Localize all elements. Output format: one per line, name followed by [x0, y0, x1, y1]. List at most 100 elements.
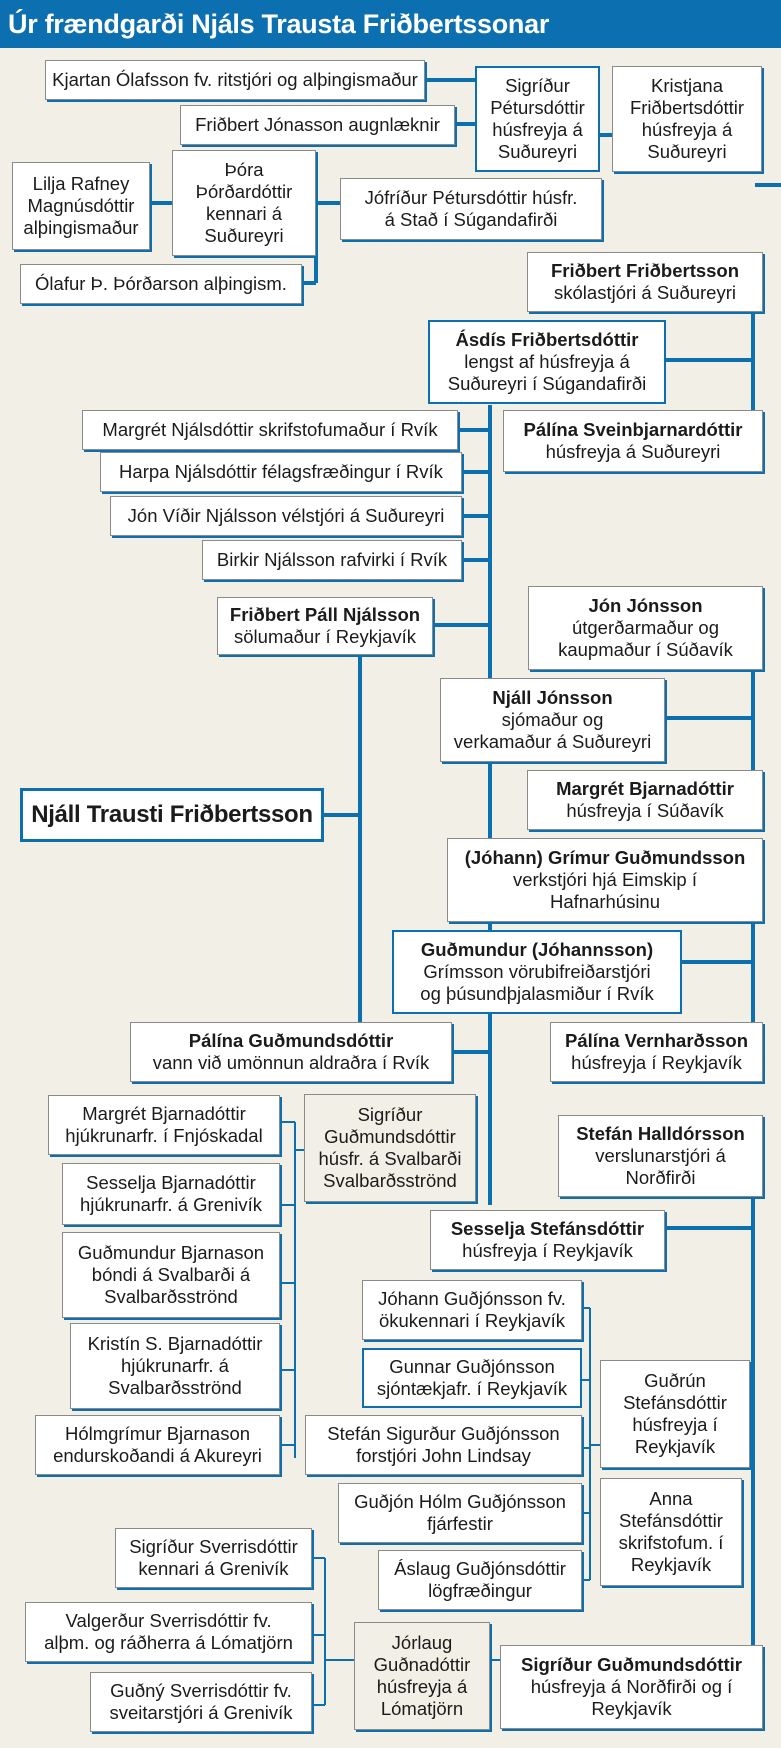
- sigridur-gudmunds-svalb-box: Sigríður Guðmundsdóttir húsfr. á Svalbar…: [304, 1094, 476, 1202]
- sigridur-gudmunds-nordf-desc: húsfreyja á Norðfirði og í Reykjavík: [530, 1676, 733, 1719]
- sesselja-bjarna-text: Sesselja Bjarnadóttir hjúkrunarfr. á Gre…: [80, 1172, 262, 1215]
- aslaug-box: Áslaug Guðjónsdóttir lögfræðingur: [378, 1550, 582, 1610]
- njall-jonsson-name: Njáll Jónsson: [492, 687, 613, 708]
- asdis-box: Ásdís Friðbertsdóttir lengst af húsfreyj…: [428, 320, 666, 404]
- johann-gudjons-text: Jóhann Guðjónsson fv. ökukennari í Reykj…: [378, 1288, 566, 1331]
- margret-bjarna-sudavik-name: Margrét Bjarnadóttir: [556, 778, 734, 799]
- palina-vernhards-name: Pálína Vernharðsson: [564, 1030, 748, 1051]
- gudny-box: Guðný Sverrisdóttir fv. sveitarstjóri á …: [90, 1672, 312, 1732]
- holmgrimur-text: Hólmgrímur Bjarnason endurskoðandi á Aku…: [53, 1423, 262, 1466]
- asdis-name: Ásdís Friðbertsdóttir: [455, 329, 639, 350]
- sigridur-petursdottir-box: Sigríður Pétursdóttir húsfreyja á Suðure…: [475, 66, 600, 172]
- jorlaug-text: Jórlaug Guðnadóttir húsfreyja á Lómatjör…: [373, 1632, 471, 1719]
- aslaug-text: Áslaug Guðjónsdóttir lögfræðingur: [394, 1558, 566, 1601]
- gudrun-stefans-box: Guðrún Stefánsdóttir húsfreyja í Reykjav…: [600, 1360, 750, 1468]
- gudmundur-bjarnason-text: Guðmundur Bjarnason bóndi á Svalbarði á …: [77, 1242, 265, 1307]
- gudmundur-johannsson-desc: Grímsson vörubifreiðarstjóri og þúsundþj…: [420, 961, 654, 1004]
- valgerdur-box: Valgerður Sverrisdóttir fv. alþm. og ráð…: [25, 1602, 312, 1662]
- birkir-text: Birkir Njálsson rafvirki í Rvík: [216, 549, 448, 570]
- birkir-box: Birkir Njálsson rafvirki í Rvík: [202, 540, 462, 580]
- njall-jonsson-desc: sjómaður og verkamaður á Suðureyri: [453, 709, 652, 752]
- gudmundur-johannsson-box: Guðmundur (Jóhannsson) Grímsson vörubifr…: [392, 930, 682, 1014]
- lilja-text: Lilja Rafney Magnúsdóttir alþingismaður: [23, 173, 139, 238]
- margret-bjarna-fnjosk-box: Margrét Bjarnadóttir hjúkrunarfr. í Fnjó…: [48, 1095, 280, 1155]
- gudny-text: Guðný Sverrisdóttir fv. sveitarstjóri á …: [109, 1680, 293, 1723]
- palina-vernhards-desc: húsfreyja í Reykjavík: [571, 1052, 742, 1073]
- sigridur-gudmunds-nordf-name: Sigríður Guðmundsdóttir: [521, 1654, 742, 1675]
- sigridur-sverris-box: Sigríður Sverrisdóttir kennari á Greniví…: [115, 1528, 312, 1588]
- gudmundur-bjarnason-box: Guðmundur Bjarnason bóndi á Svalbarði á …: [62, 1232, 280, 1318]
- kjartan-text: Kjartan Ólafsson fv. ritstjóri og alþing…: [52, 69, 418, 90]
- jofridur-text: Jófríður Pétursdóttir húsfr. á Stað í Sú…: [364, 187, 578, 230]
- palina-sveinbjarnar-box: Pálína Sveinbjarnardóttir húsfreyja á Su…: [503, 410, 763, 472]
- kjartan-box: Kjartan Ólafsson fv. ritstjóri og alþing…: [45, 60, 425, 100]
- palina-sveinbjarnar-desc: húsfreyja á Suðureyri: [545, 441, 721, 462]
- sigridur-gudmunds-svalb-text: Sigríður Guðmundsdóttir húsfr. á Svalbar…: [318, 1104, 462, 1191]
- fridbert-fridbertsson-name: Friðbert Friðbertsson: [550, 260, 740, 281]
- sesselja-stefans-name: Sesselja Stefánsdóttir: [450, 1218, 645, 1239]
- jon-jonsson-name: Jón Jónsson: [588, 595, 703, 616]
- stefan-sigurdur-box: Stefán Sigurður Guðjónsson forstjóri Joh…: [305, 1415, 582, 1475]
- sigridur-gudmunds-nordf-box: Sigríður Guðmundsdóttir húsfreyja á Norð…: [500, 1645, 763, 1729]
- jon-jonsson-box: Jón Jónsson útgerðarmaður og kaupmaður í…: [528, 586, 763, 670]
- gudrun-stefans-text: Guðrún Stefánsdóttir húsfreyja í Reykjav…: [623, 1370, 727, 1457]
- main-person-box: Njáll Trausti Friðbertsson: [20, 788, 324, 842]
- thora-text: Þóra Þórðardóttir kennari á Suðureyri: [195, 159, 293, 246]
- thora-box: Þóra Þórðardóttir kennari á Suðureyri: [172, 150, 316, 256]
- olafur-text: Ólafur Þ. Þórðarson alþingism.: [35, 273, 287, 294]
- palina-gudmunds-desc: vann við umönnun aldraðra í Rvík: [152, 1052, 430, 1073]
- sesselja-bjarna-box: Sesselja Bjarnadóttir hjúkrunarfr. á Gre…: [62, 1163, 280, 1225]
- stefan-box: Stefán Halldórsson verslunarstjóri á Nor…: [558, 1115, 763, 1197]
- margret-njalsdottir-text: Margrét Njálsdóttir skrifstofumaður í Rv…: [102, 419, 438, 440]
- asdis-desc: lengst af húsfreyja á Suðureyri í Súgand…: [447, 351, 647, 394]
- margret-bjarna-fnjosk-text: Margrét Bjarnadóttir hjúkrunarfr. í Fnjó…: [65, 1103, 263, 1146]
- stefan-desc: verslunarstjóri á Norðfirði: [595, 1145, 726, 1188]
- fridbert-pall-name: Friðbert Páll Njálsson: [229, 604, 421, 625]
- jon-vidir-text: Jón Víðir Njálsson vélstjóri á Suðureyri: [127, 505, 445, 526]
- grimur-name: (Jóhann) Grímur Guðmundsson: [464, 847, 746, 868]
- harpa-box: Harpa Njálsdóttir félagsfræðingur í Rvík: [100, 452, 462, 492]
- johann-gudjons-box: Jóhann Guðjónsson fv. ökukennari í Reykj…: [362, 1280, 582, 1340]
- fridbert-pall-desc: sölumaður í Reykjavík: [234, 626, 416, 647]
- fridbert-jonasson-box: Friðbert Jónasson augnlæknir: [180, 105, 455, 145]
- palina-gudmunds-name: Pálína Guðmundsdóttir: [188, 1030, 394, 1051]
- gudjon-holm-box: Guðjón Hólm Guðjónsson fjárfestir: [338, 1483, 582, 1543]
- grimur-box: (Jóhann) Grímur Guðmundsson verkstjóri h…: [447, 838, 763, 922]
- anna-stefans-text: Anna Stefánsdóttir skrifstofum. í Reykja…: [618, 1488, 724, 1575]
- gunnar-box: Gunnar Guðjónsson sjóntækjafr. í Reykjav…: [362, 1348, 582, 1408]
- harpa-text: Harpa Njálsdóttir félagsfræðingur í Rvík: [119, 461, 443, 482]
- holmgrimur-box: Hólmgrímur Bjarnason endurskoðandi á Aku…: [35, 1415, 280, 1475]
- sesselja-stefans-desc: húsfreyja í Reykjavík: [462, 1240, 633, 1261]
- jofridur-box: Jófríður Pétursdóttir húsfr. á Stað í Sú…: [340, 178, 602, 240]
- njall-jonsson-box: Njáll Jónsson sjómaður og verkamaður á S…: [440, 678, 665, 762]
- jorlaug-box: Jórlaug Guðnadóttir húsfreyja á Lómatjör…: [354, 1622, 490, 1730]
- sigridur-petursdottir-text: Sigríður Pétursdóttir húsfreyja á Suðure…: [490, 75, 585, 162]
- anna-stefans-box: Anna Stefánsdóttir skrifstofum. í Reykja…: [600, 1478, 742, 1586]
- fridbert-jonasson-text: Friðbert Jónasson augnlæknir: [195, 114, 440, 135]
- gudmundur-johannsson-name: Guðmundur (Jóhannsson): [420, 939, 654, 960]
- gunnar-text: Gunnar Guðjónsson sjóntækjafr. í Reykjav…: [376, 1356, 568, 1399]
- kristjana-text: Kristjana Friðbertsdóttir húsfreyja á Su…: [629, 75, 745, 162]
- margret-njalsdottir-box: Margrét Njálsdóttir skrifstofumaður í Rv…: [82, 410, 458, 450]
- fridbert-pall-box: Friðbert Páll Njálsson sölumaður í Reykj…: [217, 597, 433, 655]
- stefan-sigurdur-text: Stefán Sigurður Guðjónsson forstjóri Joh…: [327, 1423, 560, 1466]
- fridbert-fridbertsson-desc: skólastjóri á Suðureyri: [554, 282, 736, 303]
- lilja-box: Lilja Rafney Magnúsdóttir alþingismaður: [12, 162, 150, 250]
- jon-vidir-box: Jón Víðir Njálsson vélstjóri á Suðureyri: [110, 496, 462, 536]
- palina-gudmunds-box: Pálína Guðmundsdóttir vann við umönnun a…: [130, 1022, 452, 1082]
- sesselja-stefans-box: Sesselja Stefánsdóttir húsfreyja í Reykj…: [430, 1210, 665, 1270]
- fridbert-fridbertsson-box: Friðbert Friðbertsson skólastjóri á Suðu…: [527, 252, 763, 312]
- jon-jonsson-desc: útgerðarmaður og kaupmaður í Súðavík: [558, 617, 733, 660]
- grimur-desc: verkstjóri hjá Eimskip í Hafnarhúsinu: [512, 869, 697, 912]
- stefan-name: Stefán Halldórsson: [576, 1123, 745, 1144]
- sigridur-sverris-text: Sigríður Sverrisdóttir kennari á Greniví…: [129, 1536, 298, 1579]
- margret-bjarna-sudavik-desc: húsfreyja í Súðavík: [566, 800, 724, 821]
- olafur-box: Ólafur Þ. Þórðarson alþingism.: [20, 264, 302, 304]
- kristin-text: Kristín S. Bjarnadóttir hjúkrunarfr. á S…: [87, 1333, 263, 1398]
- chart-title: Úr frændgarði Njáls Trausta Friðbertsson…: [0, 0, 781, 48]
- gudjon-holm-text: Guðjón Hólm Guðjónsson fjárfestir: [354, 1491, 566, 1534]
- kristin-box: Kristín S. Bjarnadóttir hjúkrunarfr. á S…: [70, 1323, 280, 1409]
- palina-sveinbjarnar-name: Pálína Sveinbjarnardóttir: [523, 419, 743, 440]
- palina-vernhards-box: Pálína Vernharðsson húsfreyja í Reykjaví…: [550, 1022, 763, 1082]
- valgerdur-text: Valgerður Sverrisdóttir fv. alþm. og ráð…: [44, 1610, 293, 1653]
